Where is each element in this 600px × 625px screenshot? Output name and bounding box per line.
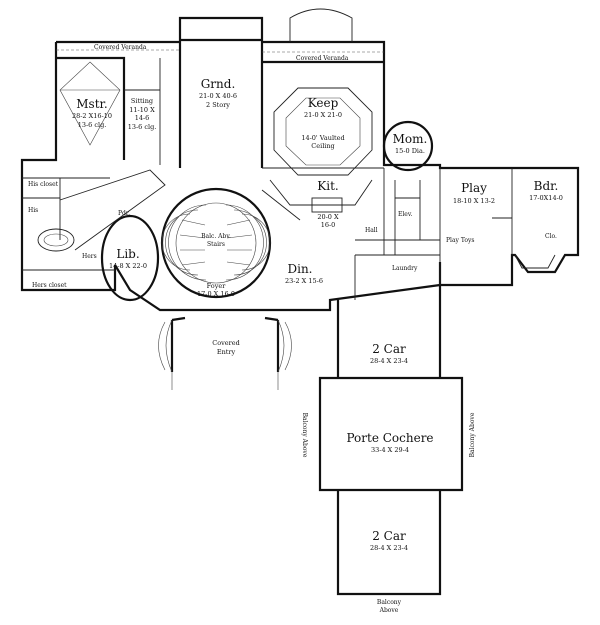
sitting-dim: 11-10 X — [129, 106, 155, 114]
dining-dim: 23-2 X 15-6 — [285, 277, 323, 285]
bedroom-bay — [514, 254, 556, 269]
powder-label: Pdr. — [118, 210, 130, 217]
keep-note2: Ceiling — [311, 142, 334, 150]
library-dim: 14-8 X 22-0 — [109, 262, 147, 270]
porte-cochere-name: Porte Cochere — [346, 431, 433, 445]
kitchen-dim2: 16-0 — [321, 221, 336, 229]
hers-closet-label: Hers closet — [32, 282, 67, 289]
dining-name: Din. — [287, 262, 312, 276]
keep-octagon — [273, 87, 373, 176]
stair-note-line2: Stairs — [207, 241, 225, 248]
mom-name: Mom. — [393, 132, 428, 146]
his-label: His — [28, 207, 38, 214]
covered-entry-walls — [170, 316, 280, 372]
keep-ceiling — [285, 97, 361, 166]
hall-label: Hall — [365, 227, 378, 234]
bedroom-name: Bdr. — [534, 179, 559, 193]
master-tub — [37, 228, 75, 252]
foyer-dim: 17-0 X 16-0 — [197, 290, 235, 298]
library-room — [100, 214, 160, 302]
kitchen-dim: 20-0 X — [317, 213, 339, 221]
east-wing-walls — [382, 120, 580, 287]
kitchen-name: Kit. — [317, 179, 338, 193]
master-dim: 28-2 X16-10 — [72, 112, 112, 120]
master-wing-walls — [20, 40, 180, 292]
play-dim: 18-10 X 13-2 — [453, 197, 495, 205]
covered-entry-name: Covered — [212, 339, 240, 347]
veranda-left-label: Covered Veranda — [94, 44, 147, 51]
master-ceiling — [59, 61, 121, 146]
stair-note-line1: Balc. Abv. — [201, 233, 231, 240]
balcony-left-label: Balcony Above — [301, 413, 308, 458]
garage-walls — [318, 286, 464, 596]
foyer-name: Foyer — [207, 282, 227, 290]
foyer-inner — [175, 202, 257, 284]
balcony-bottom-line1: Balcony — [377, 599, 402, 606]
library-name: Lib. — [116, 247, 139, 261]
play-toys-label: Play Toys — [446, 237, 474, 244]
mom-room — [382, 120, 434, 172]
keep-name: Keep — [308, 96, 339, 110]
laundry-label: Laundry — [392, 265, 418, 272]
keep-note1: 14-0' Vaulted — [301, 134, 344, 142]
south-walls — [114, 264, 441, 312]
his-closet-label: His closet — [28, 181, 59, 188]
garage-top-name: 2 Car — [372, 342, 406, 356]
porte-cochere-dim: 33-4 X 29-4 — [371, 446, 409, 454]
hers-label: Hers — [82, 253, 97, 260]
garage-bottom-name: 2 Car — [372, 529, 406, 543]
sitting-note: 13-6 clg. — [128, 123, 157, 131]
interior-walls — [22, 58, 513, 300]
keep-wing-walls — [262, 40, 386, 120]
mom-dim: 15-0 Dia. — [395, 147, 425, 155]
grand-name: Grnd. — [201, 77, 236, 91]
keep-dim: 21-0 X 21-0 — [304, 111, 342, 119]
master-tub-inner — [43, 233, 69, 247]
play-name: Play — [461, 181, 487, 195]
kitchen-counter — [269, 179, 373, 206]
master-note: 13-6 clg. — [78, 121, 107, 129]
sitting-dim2: 14-6 — [135, 114, 150, 122]
entry-steps — [158, 319, 292, 390]
sitting-name: Sitting — [131, 97, 153, 105]
grand-dim: 21-0 X 40-6 — [199, 92, 237, 100]
top-balcony — [289, 8, 353, 42]
spiral-stairs — [161, 204, 271, 281]
covered-entry-name2: Entry — [217, 348, 236, 356]
bedroom-dim: 17-0X14-0 — [529, 194, 563, 202]
grand-note: 2 Story — [206, 101, 230, 109]
closet-label: Clo. — [545, 233, 557, 240]
master-name: Mstr. — [76, 97, 108, 111]
room-labels: Covered Veranda Covered Veranda Grnd. 21… — [28, 44, 563, 614]
master-hall — [59, 169, 166, 251]
balcony-right-label: Balcony Above — [469, 412, 476, 457]
garage-bottom-dim: 28-4 X 23-4 — [370, 544, 408, 552]
elevator-label: Elev. — [398, 211, 413, 218]
veranda-right-label: Covered Veranda — [296, 55, 349, 62]
balcony-bottom-line2: Above — [379, 607, 399, 614]
garage-top-dim: 28-4 X 23-4 — [370, 357, 408, 365]
